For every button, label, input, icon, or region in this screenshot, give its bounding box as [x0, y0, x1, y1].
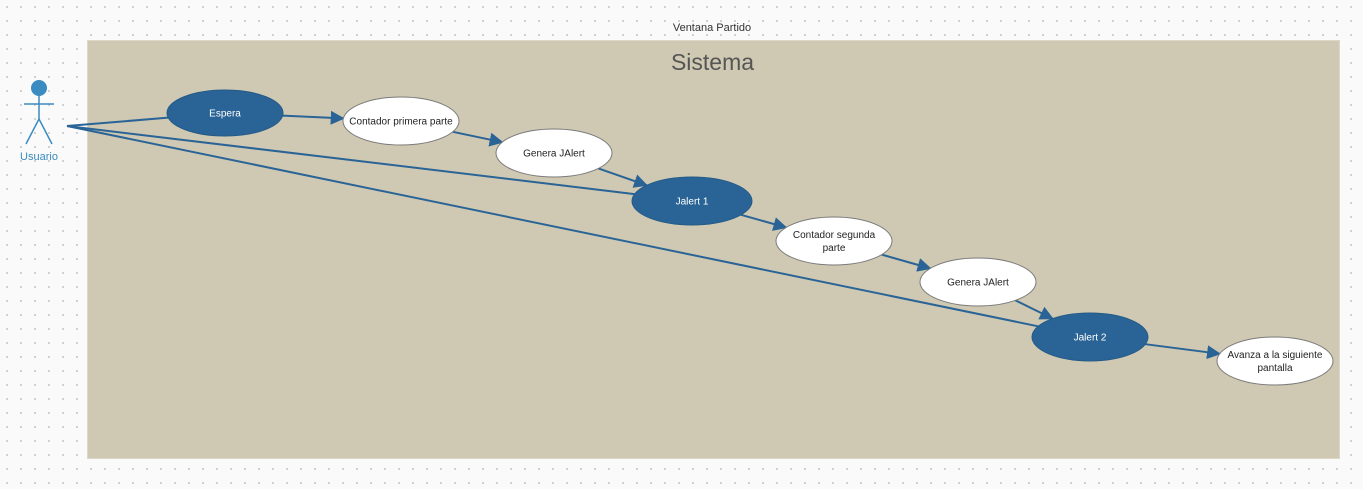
edge-jalert1-to-contador2 [740, 213, 788, 231]
edge-contador1-to-genera1 [452, 130, 504, 147]
use-case-genera2[interactable]: Genera JAlert [919, 257, 1037, 307]
edge-actor-to-espera [66, 116, 169, 127]
use-case-label: Jalert 1 [676, 197, 709, 208]
use-case-contador1[interactable]: Contador primera parte [342, 96, 460, 146]
system-boundary [87, 40, 1340, 459]
use-case-ellipse [919, 257, 1037, 307]
edge-jalert2-to-avanza [1145, 343, 1222, 360]
use-case-label: Espera [209, 109, 241, 120]
edge-genera2-to-jalert2 [1014, 299, 1054, 320]
use-case-jalert2[interactable]: Jalert 2 [1031, 312, 1149, 362]
system-label: Sistema [670, 49, 755, 75]
edge-genera1-to-jalert1 [598, 167, 649, 188]
edges-layer [66, 110, 1222, 360]
use-case-label: pantalla [1257, 363, 1292, 374]
edge-contador2-to-genera2 [881, 253, 932, 272]
use-case-ellipse [1031, 312, 1149, 362]
edge-actor-to-jalert2 [66, 125, 1039, 328]
use-case-label: Contador primera parte [349, 117, 453, 128]
use-case-ellipse [166, 89, 284, 137]
edge-espera-to-contador1 [282, 110, 345, 125]
use-case-jalert1[interactable]: Jalert 1 [631, 176, 753, 226]
actor-left-leg [25, 118, 40, 145]
diagram-title: Ventana Partido [672, 22, 752, 34]
use-case-espera[interactable]: Espera [166, 89, 284, 137]
use-case-ellipse [631, 176, 753, 226]
edge-actor-to-jalert1 [66, 125, 635, 196]
use-case-avanza[interactable]: Avanza a la siguiente pantalla [1216, 336, 1334, 386]
actor-head [31, 80, 47, 96]
use-case-contador2[interactable]: Contador segunda parte [775, 216, 893, 266]
actor-label: Usuario [20, 151, 58, 163]
use-case-ellipse [342, 96, 460, 146]
use-case-label: Contador segunda [793, 230, 876, 241]
use-case-ellipse [495, 128, 613, 178]
use-case-label: parte [823, 243, 846, 254]
use-case-label: Avanza a la siguiente [1228, 350, 1323, 361]
use-case-ellipse [775, 216, 893, 266]
use-case-label: Genera JAlert [947, 278, 1009, 289]
use-case-genera1[interactable]: Genera JAlert [495, 128, 613, 178]
actor-right-leg [38, 118, 53, 145]
actor-usuario[interactable]: Usuario [20, 80, 58, 163]
use-case-label: Jalert 2 [1074, 333, 1107, 344]
use-case-label: Genera JAlert [523, 149, 585, 160]
use-case-ellipse [1216, 336, 1334, 386]
